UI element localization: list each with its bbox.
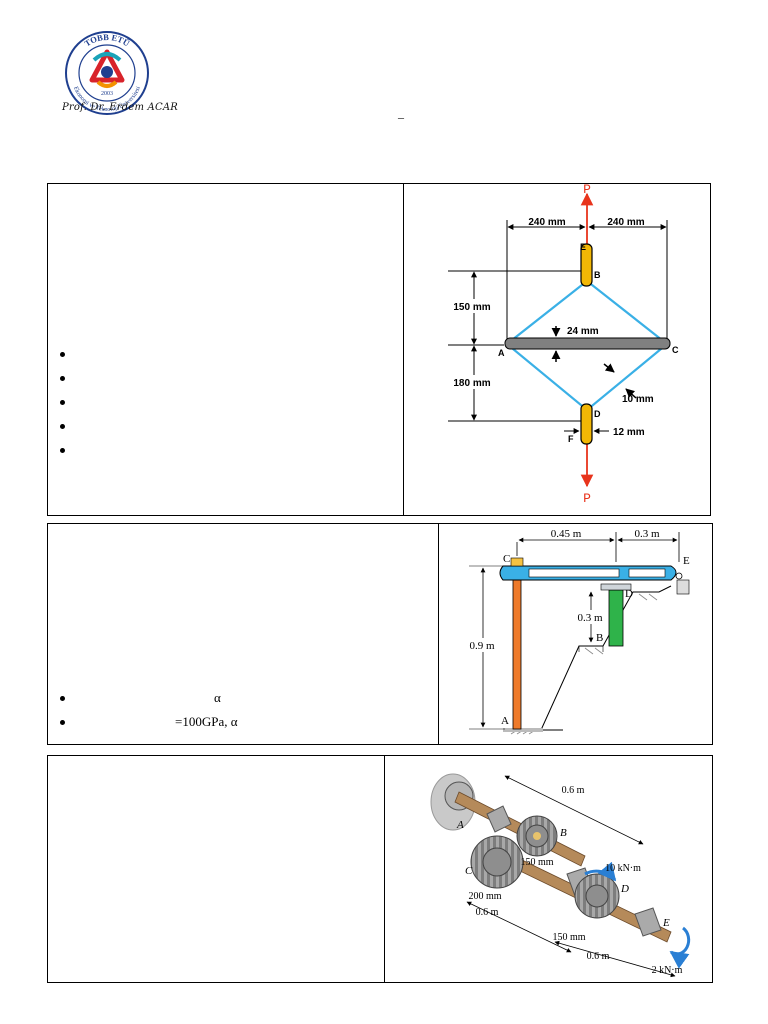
point-a-label: A [501, 715, 509, 727]
dim-mid-label: 0.6 m [476, 907, 499, 918]
point-b-label: B [560, 827, 567, 839]
point-e-label: E [683, 555, 690, 567]
author-signature: Prof. Dr. Erdem ACAR [62, 102, 178, 113]
dim-24-thickness: 24 mm [567, 326, 599, 337]
dim-top-label: 0.6 m [562, 785, 585, 796]
svg-text:TOBB ETÜ: TOBB ETÜ [83, 32, 132, 48]
bullet-item [48, 394, 388, 418]
point-c-label: C [672, 345, 679, 355]
point-e-label: E [580, 242, 586, 252]
problem-1-bullet-list [48, 346, 388, 466]
point-c-label: C [465, 865, 473, 877]
point-a-label: A [456, 819, 464, 831]
problem-1-figure: P P 240 mm 240 mm 150 mm 180 mm 24 mm [448, 184, 679, 506]
title-dash: – [398, 110, 404, 124]
dim-bottom-label: 0.6 m [587, 951, 610, 962]
problem-1-box: P P 240 mm 240 mm 150 mm 180 mm 24 mm [47, 183, 711, 516]
dim-240-right: 240 mm [607, 217, 644, 228]
problem-3-divider [384, 756, 385, 982]
dim-12-pin: 12 mm [613, 427, 645, 438]
load-p-top-label: P [583, 184, 591, 197]
seal-year: 2003 [101, 91, 113, 97]
dim-150-height: 150 mm [453, 302, 490, 313]
dim-240-left: 240 mm [528, 217, 565, 228]
problem-2-box: α =100GPa, α [47, 523, 713, 745]
problem-2-figure: 0.45 m 0.3 m 0.3 m 0.9 m C E D B A [463, 528, 690, 735]
dim-045-label: 0.45 m [551, 528, 582, 540]
bullet-item [48, 442, 388, 466]
torque-e-label: 2 kN·m [652, 965, 683, 976]
point-d-label: D [620, 883, 629, 895]
university-seal-icon: TOBB ETÜ Ekonomi ve Teknoloji Üniversite… [65, 31, 149, 115]
point-f-label: F [568, 434, 574, 444]
bullet-item: =100GPa, α [48, 714, 428, 738]
dim-10-link: 10 mm [622, 394, 654, 405]
gear-c-radius: 200 mm [468, 891, 501, 902]
problem-2-divider [438, 524, 439, 744]
point-d-label: D [594, 409, 601, 419]
problem-3-box: 0.6 m 0.6 m 0.6 m 150 mm 200 mm 150 mm 1… [47, 755, 713, 983]
dim-03-label: 0.3 m [634, 528, 660, 540]
point-c-label: C [503, 553, 510, 565]
gear-d-radius: 150 mm [552, 932, 585, 943]
dim-height-label: 0.9 m [469, 640, 495, 652]
problem-3-figure: 0.6 m 0.6 m 0.6 m 150 mm 200 mm 150 mm 1… [430, 773, 691, 978]
point-a-label: A [498, 348, 505, 358]
bullet-item [48, 370, 388, 394]
seal-top-text: TOBB ETÜ [83, 32, 132, 48]
dim-180-height: 180 mm [453, 378, 490, 389]
bullet-item [48, 346, 388, 370]
gear-b-radius: 150 mm [520, 857, 553, 868]
point-e-label: E [662, 917, 670, 929]
point-b-label: B [594, 270, 601, 280]
bullet-item: α [48, 690, 428, 714]
point-d-label: D [625, 588, 633, 600]
load-p-bottom-label: P [583, 491, 591, 506]
bullet-item [48, 418, 388, 442]
problem-2-bullet-list: α =100GPa, α [48, 690, 428, 738]
point-b-label: B [596, 632, 603, 644]
problem-1-divider [403, 184, 404, 515]
torque-d-label: 10 kN·m [605, 863, 641, 874]
dim-post-label: 0.3 m [577, 612, 603, 624]
university-logo: TOBB ETÜ Ekonomi ve Teknoloji Üniversite… [64, 30, 150, 116]
